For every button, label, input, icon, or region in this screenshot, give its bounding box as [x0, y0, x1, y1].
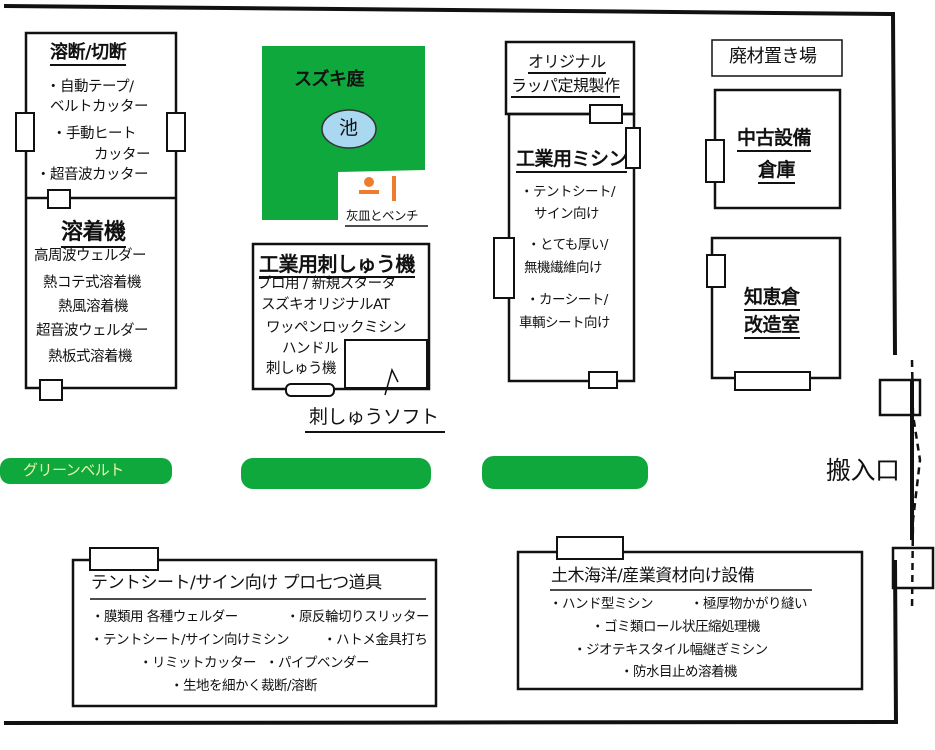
civil-item-2: ・極厚物かがり縫い	[690, 596, 808, 612]
sewing-item-1: ・テントシート/	[520, 184, 616, 200]
entrance-door-line	[910, 359, 922, 611]
cutting-item-1: ・自動テープ/	[46, 79, 134, 95]
lab-tag-left	[706, 254, 726, 288]
lab-line-2: 改造室	[744, 316, 800, 339]
welding-item-4: 超音波ウェルダー	[36, 323, 149, 339]
entrance-hinge-upper	[878, 378, 922, 417]
cutting-box-tag-center	[47, 189, 71, 209]
used-storage-line-1: 中古設備	[737, 129, 812, 152]
civil-title: 土木海洋/産業資材向け設備	[551, 566, 755, 586]
wrapper-line-2: ラッパ定規製作	[511, 78, 620, 98]
embroidery-title: 工業用刺しゅう機	[259, 252, 416, 278]
cutting-item-4: カッター	[94, 147, 151, 163]
embroidery-cord-icon	[384, 367, 399, 396]
tent-tools-title: テントシート/サイン向け プロ七つ道具	[91, 573, 382, 593]
embroidery-item-1: プロ用 / 新規スタータ	[257, 276, 396, 292]
sewing-tag-right	[625, 127, 641, 169]
civil-item-4: ・ジオテキスタイル幅継ぎミシン	[573, 642, 768, 658]
sewing-item-2: サイン向け	[534, 206, 600, 222]
cutting-title: 溶断/切断	[50, 44, 127, 66]
garden-title: スズキ庭	[294, 69, 365, 90]
tent-tools-item-7: ・生地を細かく裁断/溶断	[170, 678, 318, 694]
embroidery-software-panel	[344, 339, 428, 389]
welding-item-1: 高周波ウェルダー	[34, 248, 147, 264]
embroidery-item-2: スズキオリジナルAT	[261, 297, 390, 313]
sewing-tag-left	[493, 237, 515, 299]
tent-tools-item-2: ・原反輪切りスリッター	[286, 609, 430, 625]
civil-tag	[556, 536, 624, 560]
tent-tools-box	[71, 558, 438, 708]
ashtray-bench-label: 灰皿とベンチ	[346, 208, 419, 223]
waste-box	[711, 39, 843, 77]
greenbelt-right	[482, 456, 648, 489]
lab-line-1: 知恵倉	[744, 288, 800, 311]
civil-item-5: ・防水目止め溶着機	[620, 664, 738, 680]
lab-tag-bottom	[734, 371, 811, 391]
garden-pond	[321, 109, 377, 149]
sewing-item-4: 無機繊維向け	[524, 260, 603, 276]
wrapper-tag-bottom	[589, 104, 623, 124]
embroidery-item-5: 刺しゅう機	[266, 361, 337, 377]
used-storage-tag-left	[705, 139, 725, 183]
waste-title: 廃材置き場	[729, 46, 817, 67]
used-storage-line-2: 倉庫	[758, 161, 796, 184]
welding-item-5: 熱板式溶着機	[48, 349, 133, 365]
welding-item-2: 熱コテ式溶着機	[43, 275, 142, 291]
civil-item-1: ・ハンド型ミシン	[549, 596, 654, 612]
wrapper-line-1: オリジナル	[528, 54, 606, 74]
civil-box	[516, 550, 864, 691]
cutting-item-3: ・手動ヒート	[52, 126, 137, 142]
tent-tools-item-3: ・テントシート/サイン向けミシン	[90, 632, 290, 648]
sewing-tag-bottom	[588, 371, 618, 389]
greenbelt-label: グリーンベルト	[23, 461, 124, 479]
embroidery-software-label: 刺しゅうソフト	[309, 406, 439, 428]
embroidery-tag-bottom	[285, 383, 335, 397]
tent-tools-item-1: ・膜類用 各種ウェルダー	[91, 609, 238, 625]
entrance-label: 搬入口	[826, 456, 900, 485]
welding-item-3: 熱風溶着機	[58, 299, 129, 315]
sewing-title: 工業用ミシン	[516, 150, 628, 173]
sewing-item-5: ・カーシート/	[526, 292, 608, 308]
cutting-box-tag-left	[15, 112, 35, 152]
garden-pond-label: 池	[339, 117, 358, 139]
cutting-item-2: ベルトカッター	[50, 99, 149, 115]
cutting-welding-box	[24, 31, 178, 390]
cutting-box-tag-right	[166, 112, 186, 152]
ashtray-icon	[364, 177, 374, 187]
building-outline	[3, 4, 914, 725]
tent-tools-tag	[89, 547, 159, 571]
embroidery-item-4: ハンドル	[282, 341, 339, 357]
tent-tools-item-4: ・ハトメ金具打ち	[323, 632, 428, 648]
greenbelt-left	[0, 458, 172, 484]
bench-icon	[392, 176, 396, 201]
tent-tools-item-5: ・リミットカッター	[139, 655, 257, 671]
tent-tools-item-6: ・パイプベンダー	[265, 655, 370, 671]
embroidery-box	[251, 242, 431, 391]
greenbelt-center	[241, 458, 431, 489]
ashtray-stand-icon	[359, 190, 379, 194]
civil-item-3: ・ゴミ類ロール状圧縮処理機	[591, 619, 761, 635]
entrance-hinge-lower	[891, 546, 935, 590]
embroidery-item-3: ワッペンロックミシン	[266, 320, 407, 336]
sewing-item-6: 車輌シート向け	[519, 315, 611, 331]
welding-title: 溶着機	[61, 222, 126, 248]
sewing-item-3: ・とても厚い/	[527, 237, 608, 253]
cutting-item-5: ・超音波カッター	[36, 167, 149, 183]
welding-box-tag-bottom	[39, 379, 63, 401]
